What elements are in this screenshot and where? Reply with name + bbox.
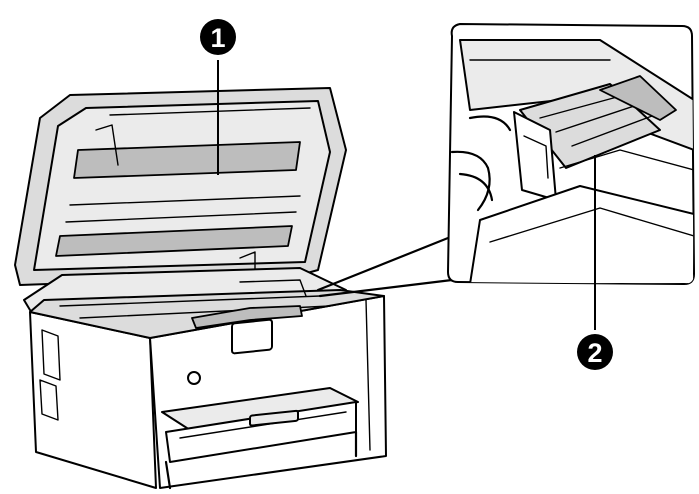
callout-2-circle [577,334,613,370]
zoom-lines [316,236,454,298]
detail-inset [447,23,695,285]
callout-1-circle [200,19,236,55]
callout-1-label: 1 [210,23,225,53]
callout-2-label: 2 [587,338,602,368]
scanner-lid [14,87,347,286]
power-button [187,371,201,385]
callout-2: 2 [577,155,613,370]
cassette-handle [249,409,299,427]
callout-1: 1 [200,19,236,175]
paper-tray [161,387,359,490]
control-panel-screen [231,318,273,355]
